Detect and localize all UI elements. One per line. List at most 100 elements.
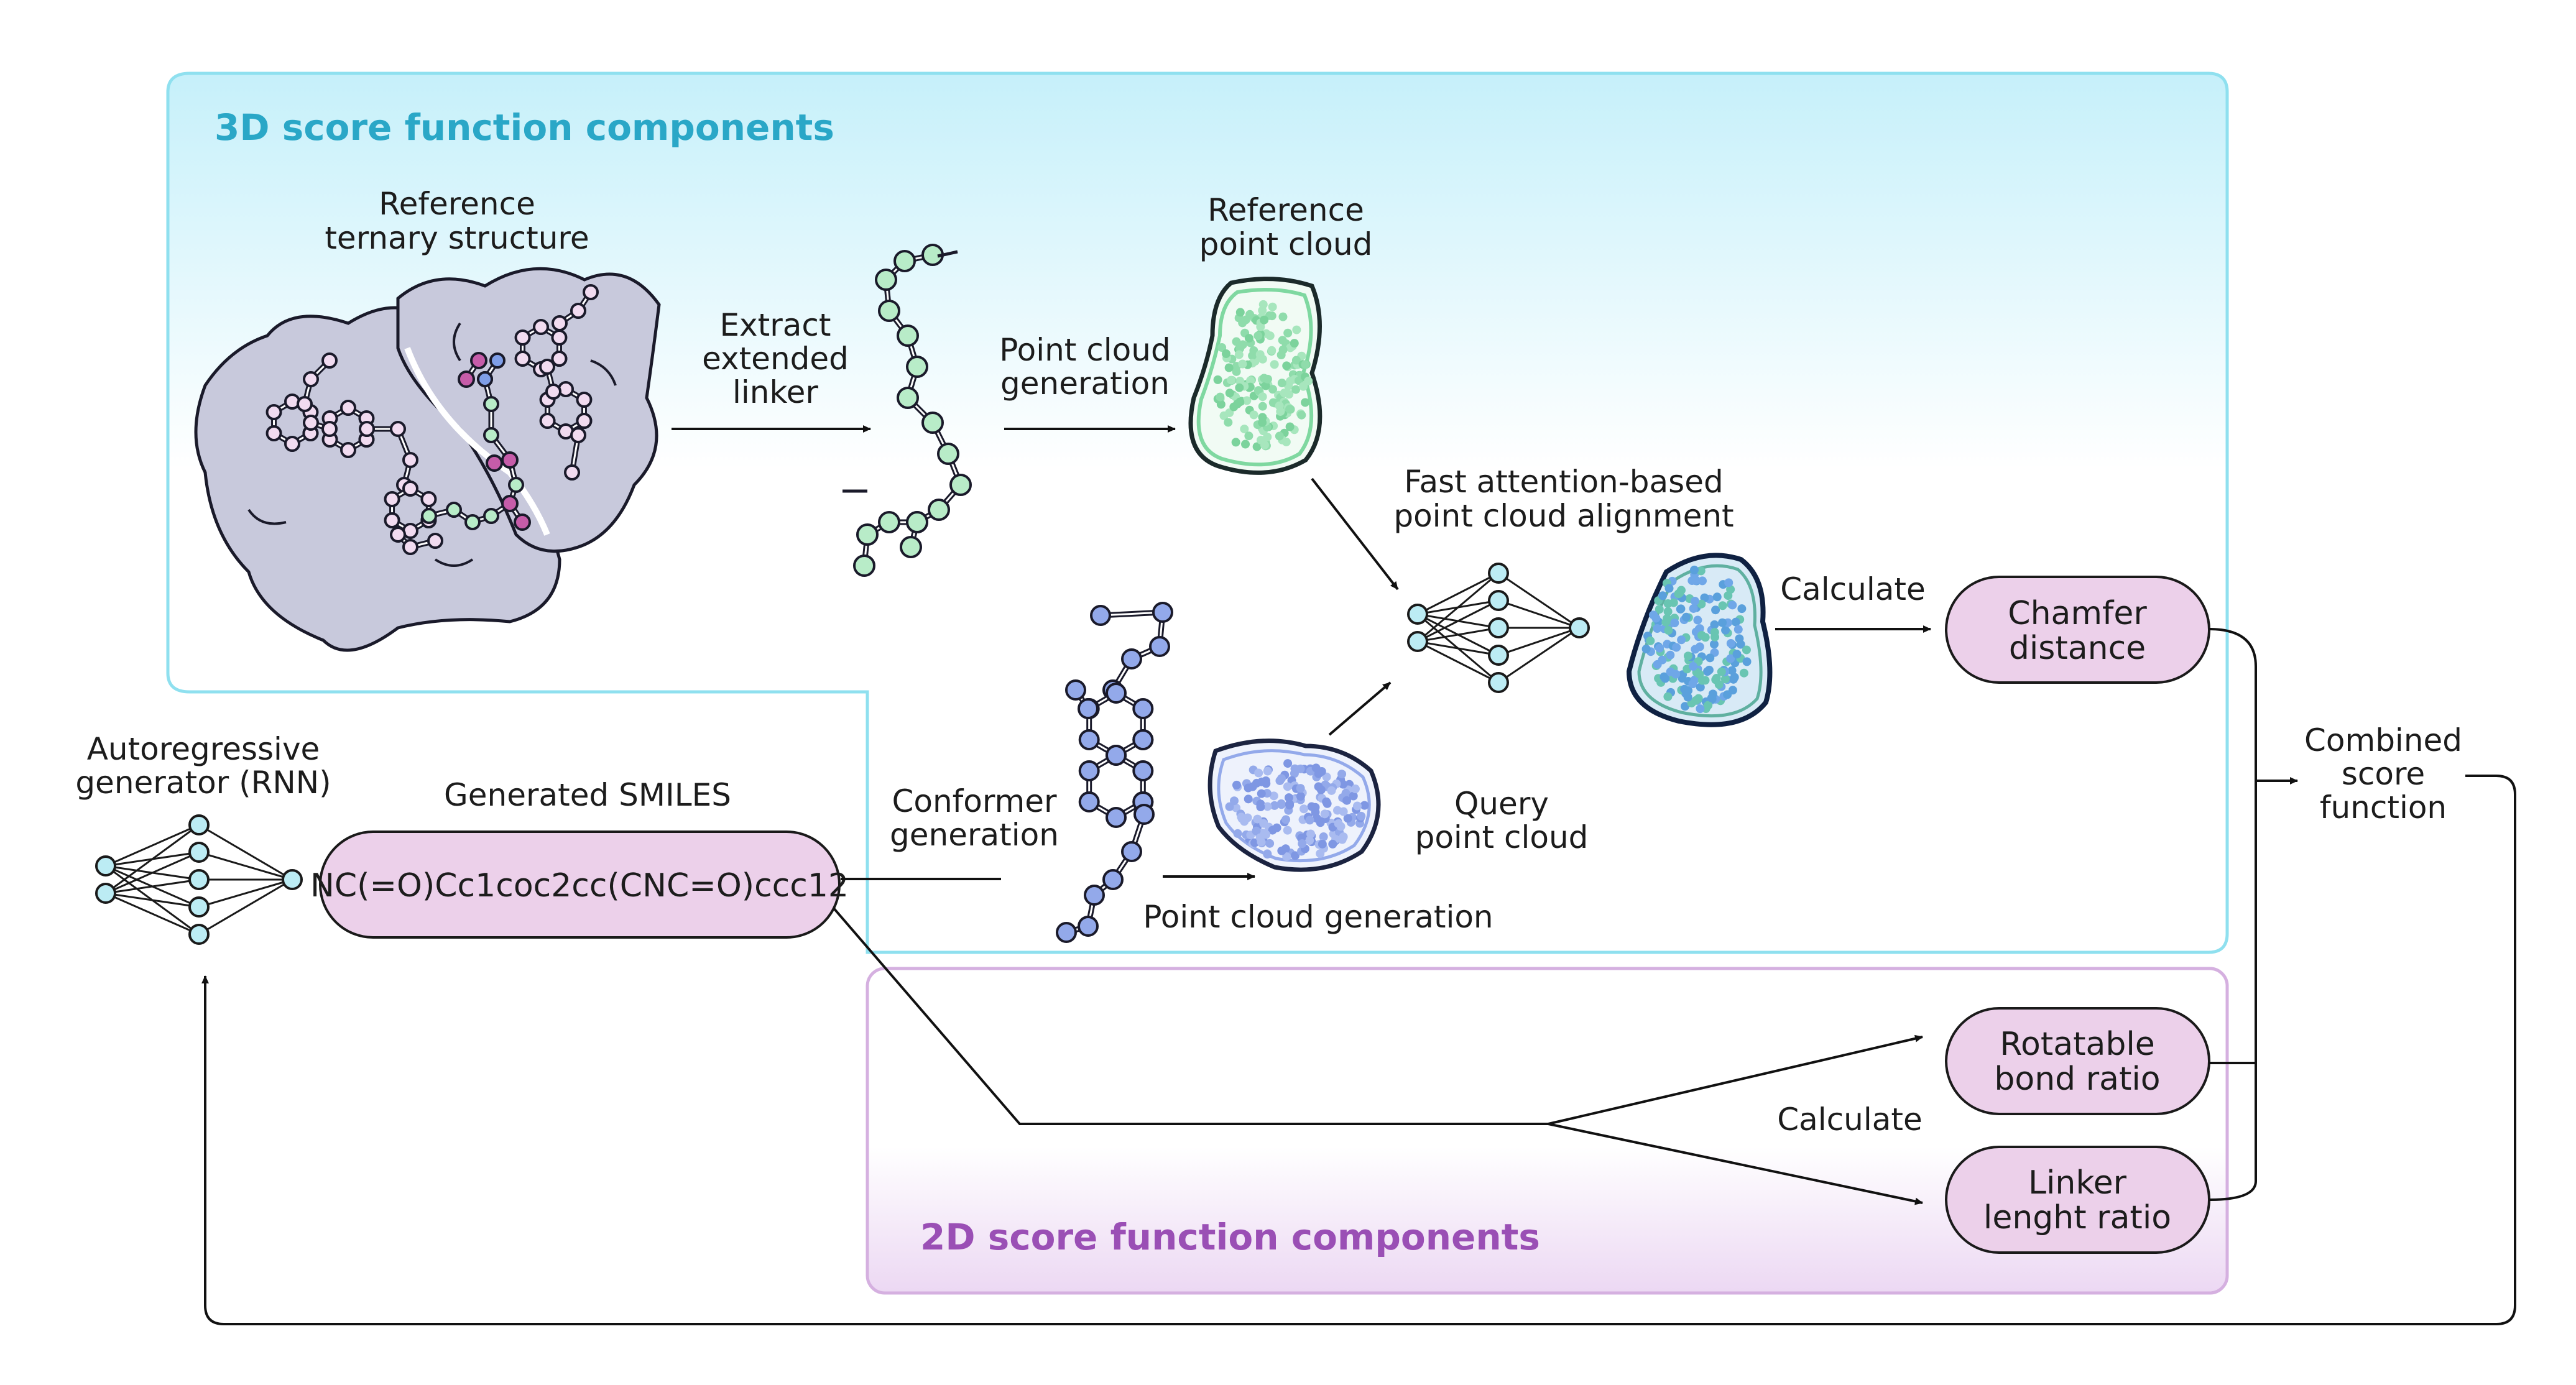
cloud-point: [1653, 624, 1662, 633]
cloud-point: [1225, 802, 1234, 811]
query-pc-label-1: Query: [1454, 786, 1549, 822]
cloud-point: [1717, 667, 1726, 676]
atom: [303, 371, 319, 387]
cloud-point: [1269, 791, 1278, 801]
combined-score-label-3: function: [2320, 789, 2447, 826]
network-node: [95, 883, 116, 904]
chamfer-line-2: distance: [2009, 630, 2146, 667]
cloud-point: [1233, 829, 1242, 838]
cloud-point: [1676, 604, 1685, 614]
protein-blob-right: [396, 267, 661, 553]
cloud-point: [1649, 610, 1658, 620]
autoregressive-label-1: Autoregressive: [87, 731, 320, 767]
atom: [1090, 605, 1111, 626]
cloud-point: [1696, 704, 1705, 714]
network-node: [188, 842, 210, 863]
cloud-point: [1285, 405, 1295, 414]
atom: [551, 329, 568, 346]
cloud-point: [1710, 632, 1720, 642]
atom: [576, 413, 593, 429]
cloud-point: [1304, 376, 1313, 385]
atom: [1078, 916, 1099, 937]
cloud-point: [1316, 849, 1325, 858]
network-node: [1569, 617, 1590, 638]
atom: [508, 477, 524, 493]
combined-score-label-1: Combined: [2304, 722, 2462, 758]
cloud-point: [1731, 617, 1740, 627]
linker-line-1: Linker: [2028, 1164, 2127, 1202]
cloud-point: [1708, 689, 1717, 699]
atom: [1132, 698, 1154, 719]
cloud-point: [1718, 601, 1727, 610]
cloud-point: [1217, 343, 1227, 352]
cloud-point: [1683, 651, 1692, 661]
cloud-point: [1727, 666, 1737, 675]
cloud-point: [1258, 300, 1268, 309]
cloud-point: [1691, 645, 1700, 654]
cloud-point: [1240, 425, 1249, 434]
cloud-point: [1709, 640, 1719, 649]
cloud-point: [1221, 349, 1230, 359]
conformer-label-1: Conformer: [892, 783, 1057, 819]
atom: [551, 351, 568, 367]
cloud-point: [1231, 438, 1240, 447]
cloud-point: [1244, 334, 1253, 343]
pc-generation-bottom-label: Point cloud generation: [1143, 899, 1493, 935]
cloud-point: [1267, 346, 1276, 355]
cloud-point: [1258, 354, 1267, 364]
atom: [1078, 791, 1100, 812]
generated-smiles-label: Generated SMILES: [444, 777, 731, 813]
cloud-point: [1301, 398, 1310, 407]
cloud-point: [1733, 625, 1743, 634]
atom: [384, 512, 400, 528]
atom: [539, 413, 556, 429]
cloud-point: [1283, 782, 1292, 791]
rotatable-line-2: bond ratio: [1994, 1061, 2160, 1098]
atom: [265, 404, 282, 420]
cloud-point: [1721, 625, 1730, 635]
cloud-point: [1232, 367, 1241, 376]
cloud-point: [1704, 701, 1713, 710]
cloud-point: [1278, 312, 1288, 321]
atom: [427, 533, 443, 549]
cloud-point: [1263, 766, 1272, 776]
cloud-point: [1658, 655, 1667, 665]
cloud-point: [1714, 680, 1724, 689]
cloud-point: [1297, 410, 1306, 420]
cloud-point: [1296, 792, 1305, 801]
cloud-point: [1681, 688, 1691, 697]
cloud-point: [1319, 832, 1328, 842]
cloud-point: [1664, 626, 1673, 635]
network-node: [1407, 604, 1428, 625]
atom: [875, 269, 897, 291]
cloud-point: [1268, 385, 1278, 394]
cloud-point: [1664, 584, 1674, 593]
pc-generation-top-label-1: Point cloud: [999, 332, 1170, 368]
cloud-point: [1689, 662, 1698, 671]
cloud-point: [1674, 589, 1683, 599]
cloud-point: [1689, 604, 1698, 613]
cloud-point: [1225, 389, 1234, 398]
cloud-point: [1334, 819, 1343, 828]
smiles-text: NC(=O)Cc1coc2cc(CNC=O)ccc12: [310, 867, 849, 904]
cloud-point: [1291, 385, 1301, 394]
atom: [949, 474, 972, 496]
cloud-point: [1693, 615, 1702, 625]
atom: [1121, 648, 1142, 669]
atom: [937, 443, 959, 465]
cloud-point: [1230, 796, 1239, 806]
cloud-point: [1284, 793, 1293, 803]
cloud-point: [1290, 764, 1300, 773]
atom: [501, 451, 519, 469]
cloud-point: [1262, 779, 1271, 788]
cloud-point: [1282, 852, 1291, 862]
atom: [402, 452, 418, 468]
cloud-point: [1343, 814, 1352, 823]
cloud-point: [1314, 769, 1323, 778]
cloud-point: [1690, 597, 1699, 606]
cloud-point: [1728, 600, 1737, 610]
cloud-point: [1337, 835, 1347, 844]
cloud-point: [1258, 402, 1267, 411]
cloud-point: [1706, 653, 1715, 663]
